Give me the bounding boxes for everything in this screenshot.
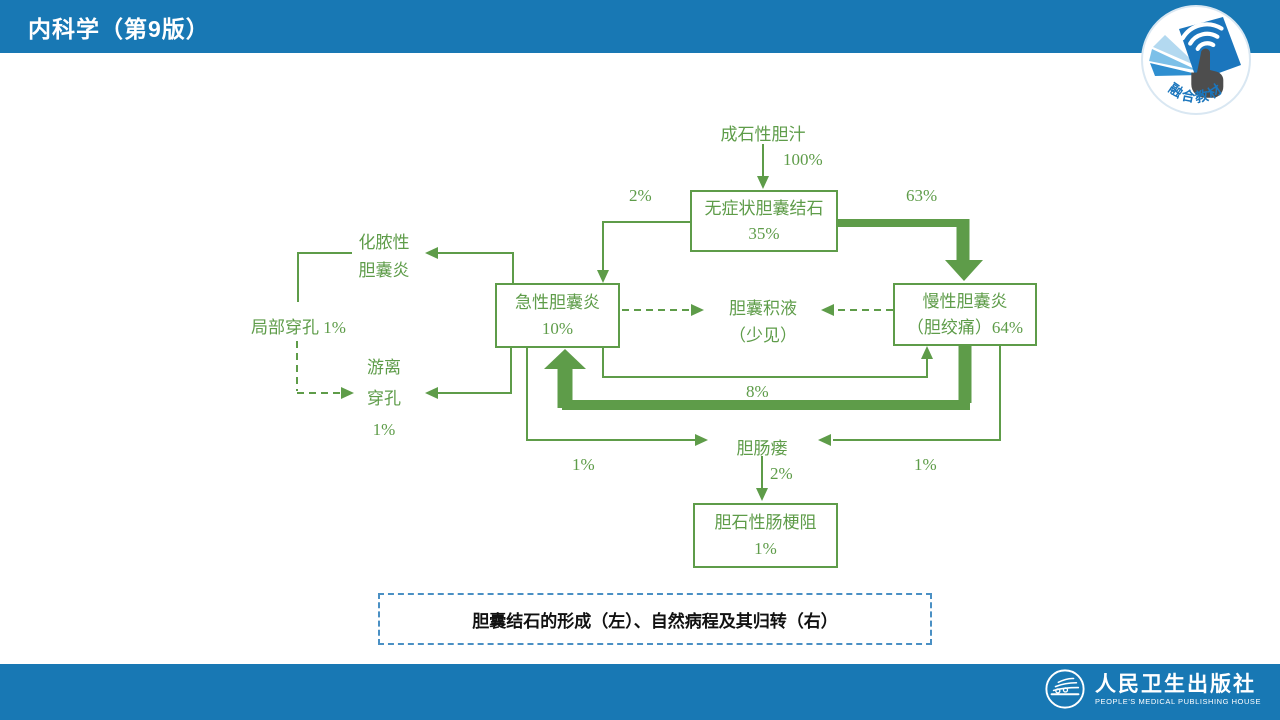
node-line: 1% xyxy=(372,420,396,439)
node-suppurative-cholecystitis: 化脓性 胆囊炎 xyxy=(354,229,414,285)
light-rays-icon xyxy=(1149,35,1201,76)
node-line: 1% xyxy=(754,539,777,559)
book-icon xyxy=(1179,17,1241,81)
publisher-logo: 人民卫生出版社 PEOPLE'S MEDICAL PUBLISHING HOUS… xyxy=(1044,668,1261,710)
thick-flow-lines xyxy=(544,219,983,410)
node-free-perforation: 游离 穿孔 1% xyxy=(354,352,414,445)
node-local-perforation: 局部穿孔 1% xyxy=(251,318,346,337)
edge-label-1-right: 1% xyxy=(914,455,937,474)
node-line: 35% xyxy=(748,224,780,244)
node-line: 10% xyxy=(541,319,574,339)
node-line: 急性胆囊炎 xyxy=(515,292,600,312)
node-acute-cholecystitis: 急性胆囊炎 10% xyxy=(495,283,620,348)
figure-caption-box: 胆囊结石的形成（左）、自然病程及其归转（右） xyxy=(378,593,932,645)
node-line: （少见） xyxy=(729,326,797,345)
node-line: 慢性胆囊炎 xyxy=(922,292,1008,311)
node-chronic-cholecystitis: 慢性胆囊炎 （胆绞痛）64% xyxy=(893,283,1037,346)
publisher-text: 人民卫生出版社 PEOPLE'S MEDICAL PUBLISHING HOUS… xyxy=(1095,673,1261,706)
edge-label-2: 2% xyxy=(629,186,652,205)
edge-label-100: 100% xyxy=(783,150,823,169)
publisher-name-en: PEOPLE'S MEDICAL PUBLISHING HOUSE xyxy=(1095,696,1262,706)
edge-label-1-left: 1% xyxy=(572,455,595,474)
publisher-name-cn: 人民卫生出版社 xyxy=(1095,671,1256,696)
fusion-textbook-badge: 融合教材 xyxy=(1139,3,1253,117)
node-hydrops: 胆囊积液 （少见） xyxy=(703,295,823,349)
node-line: （胆绞痛）64% xyxy=(906,318,1024,337)
node-lithogenic-bile: 成石性胆汁 xyxy=(720,125,806,144)
fusion-badge-icon: 融合教材 xyxy=(1141,5,1251,115)
edge-label-63: 63% xyxy=(906,186,938,205)
node-line: 无症状胆囊结石 xyxy=(704,198,824,218)
publisher-emblem-icon xyxy=(1045,669,1085,709)
node-line: 胆囊积液 xyxy=(729,299,797,318)
node-line: 胆石性肠梗阻 xyxy=(714,512,817,532)
node-line: 游离 xyxy=(367,358,401,377)
touch-hand-icon xyxy=(1191,48,1224,98)
flow-lines xyxy=(297,144,1001,489)
wifi-icon xyxy=(1180,22,1224,56)
arrowheads xyxy=(341,176,933,501)
header-bar: 内科学（第9版） xyxy=(0,0,1280,53)
node-line: 穿孔 xyxy=(367,389,401,408)
edge-label-8: 8% xyxy=(746,382,769,401)
node-biliary-enteric-fistula: 胆肠瘘 xyxy=(736,439,788,458)
node-asymptomatic-gallstones: 无症状胆囊结石 35% xyxy=(690,190,838,252)
node-line: 化脓性 xyxy=(358,233,410,252)
edge-label-2-bottom: 2% xyxy=(770,464,793,483)
node-line: 胆囊炎 xyxy=(358,261,410,280)
dashed-flow-lines xyxy=(296,309,893,394)
page-title: 内科学（第9版） xyxy=(28,15,210,42)
node-gallstone-ileus: 胆石性肠梗阻 1% xyxy=(693,503,838,568)
figure-caption: 胆囊结石的形成（左）、自然病程及其归转（右） xyxy=(472,611,838,631)
